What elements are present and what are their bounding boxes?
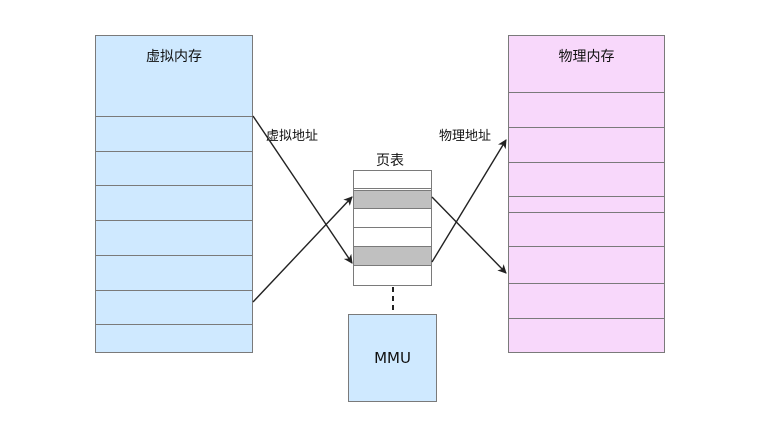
virtual-address-label: 虚拟地址	[266, 129, 319, 144]
page-table-entry	[354, 227, 431, 228]
physical-frame-row	[509, 246, 664, 247]
physical-frame-row	[509, 196, 664, 197]
virtual-to-page-table-arrow	[252, 196, 353, 303]
physical-address-label: 物理地址	[439, 129, 492, 144]
virtual-page-row	[96, 255, 252, 256]
physical-frame-row	[509, 92, 664, 93]
mmu-block: MMU	[348, 314, 437, 402]
virtual-memory-title: 虚拟内存	[146, 49, 202, 65]
virtual-page-row	[96, 185, 252, 186]
virtual-page-row	[96, 151, 252, 152]
physical-frame-row	[509, 212, 664, 213]
page-table-title: 页表	[376, 153, 404, 169]
physical-memory-block: 物理内存	[508, 35, 665, 353]
physical-frame-row	[509, 283, 664, 284]
virtual-page-row	[96, 324, 252, 325]
page-table-to-physical-arrow	[431, 139, 507, 263]
page-table	[353, 170, 432, 286]
mmu-label: MMU	[374, 349, 411, 367]
physical-memory-title: 物理内存	[558, 49, 615, 65]
page-table-to-physical-arrow	[431, 196, 507, 274]
page-table-entry	[354, 188, 431, 189]
virtual-page-row	[96, 220, 252, 221]
physical-frame-row	[509, 127, 664, 128]
virtual-memory-block: 虚拟内存	[95, 35, 253, 353]
physical-frame-row	[509, 162, 664, 163]
physical-frame-row	[509, 318, 664, 319]
virtual-page-row	[96, 116, 252, 117]
page-table-entry-highlighted	[354, 246, 431, 266]
page-table-entry-highlighted	[354, 190, 431, 209]
virtual-page-row	[96, 290, 252, 291]
